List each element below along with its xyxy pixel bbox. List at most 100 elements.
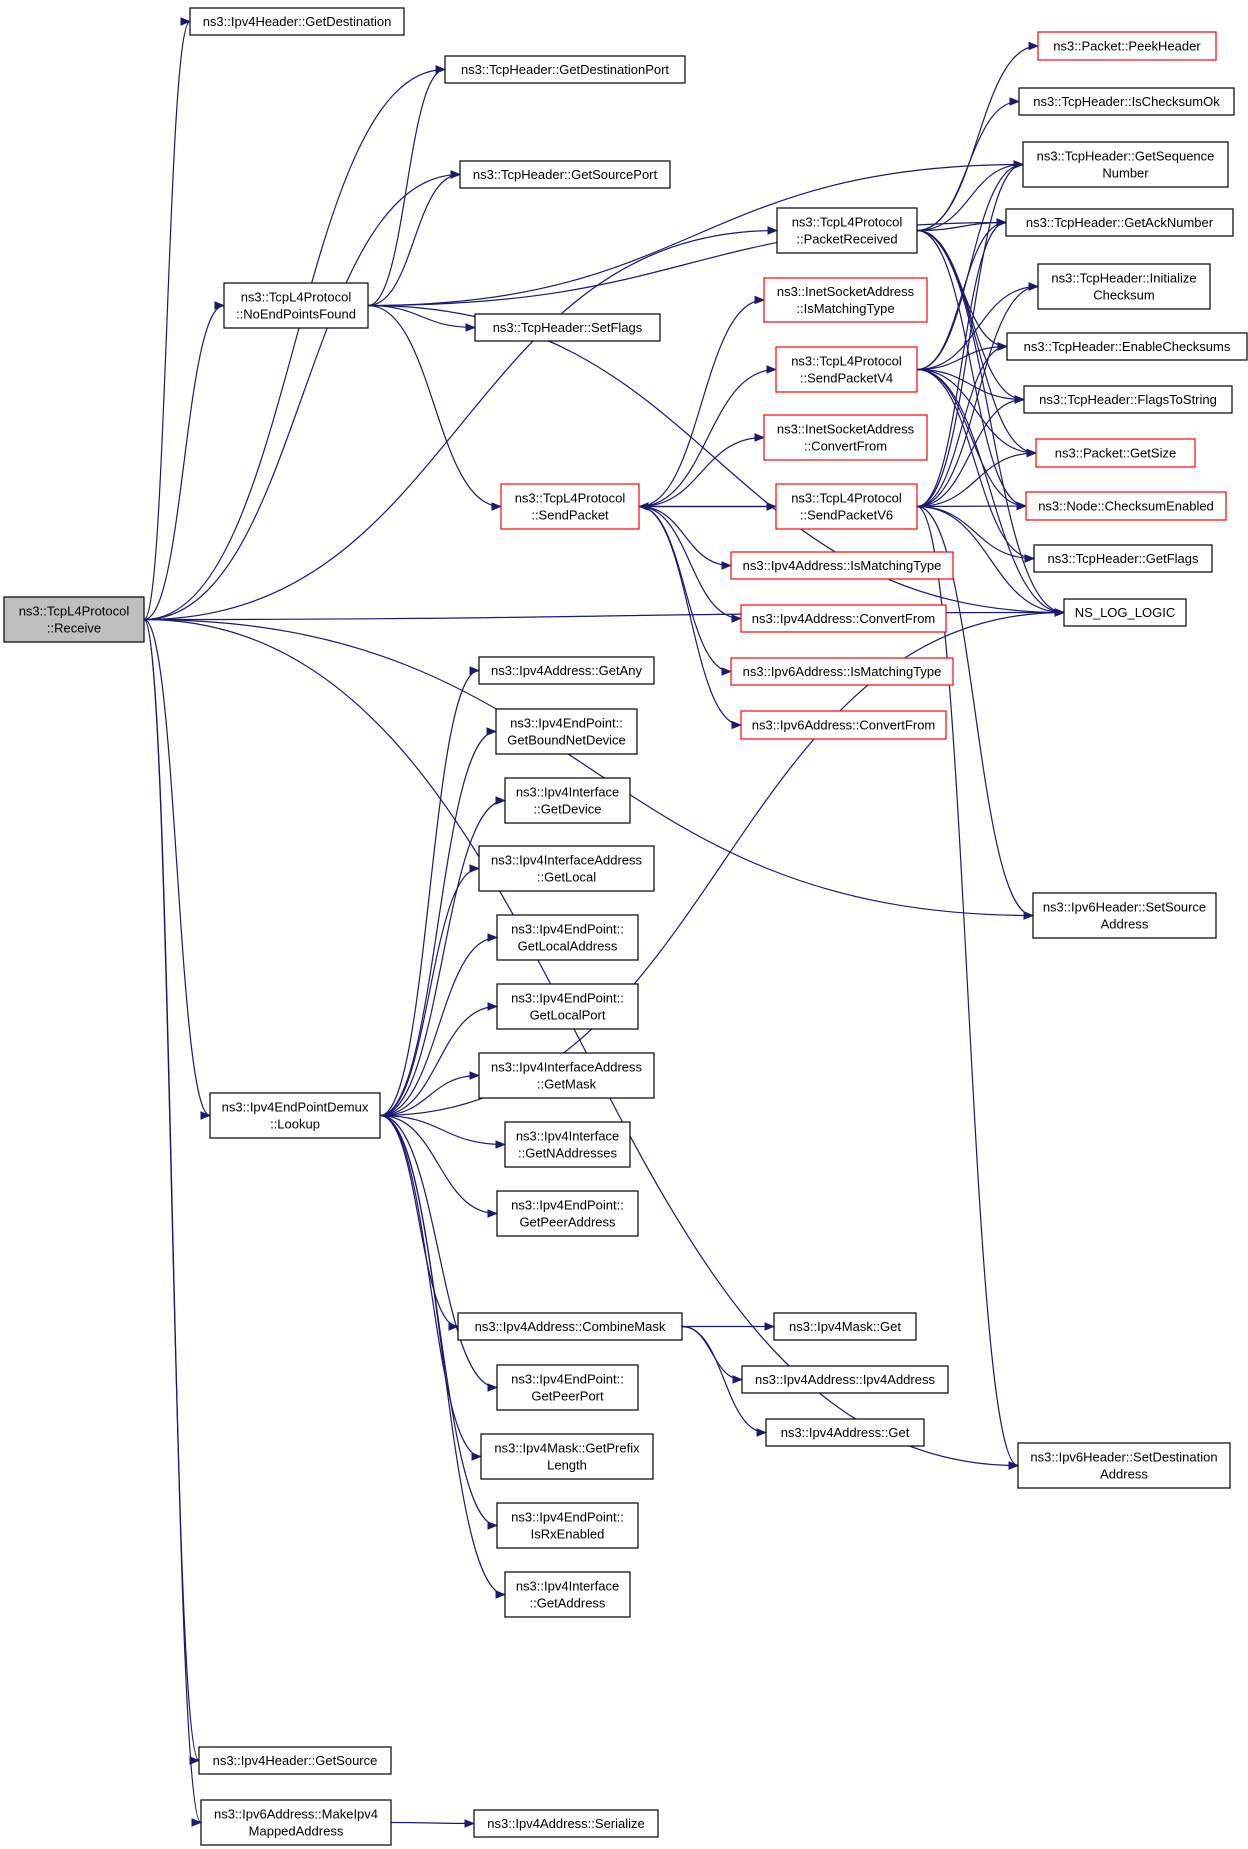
node-box xyxy=(478,656,655,685)
node-receive[interactable]: ns3::TcpL4Protocol::Receive xyxy=(3,596,145,643)
node-if_getdev[interactable]: ns3::Ipv4Interface::GetDevice xyxy=(504,777,631,824)
edge-sendv4-to-initcksum xyxy=(916,282,1040,371)
node-label: ns3::Ipv6Address::ConvertFrom xyxy=(752,718,936,733)
node-ep_isrx[interactable]: ns3::Ipv4EndPoint::IsRxEnabled xyxy=(496,1502,639,1549)
node-label: Length xyxy=(547,1458,587,1473)
node-nslog[interactable]: NS_LOG_LOGIC xyxy=(1063,598,1187,627)
node-ifa_getlocal[interactable]: ns3::Ipv4InterfaceAddress::GetLocal xyxy=(478,845,655,892)
node-pktreceived[interactable]: ns3::TcpL4Protocol::PacketReceived xyxy=(776,207,918,254)
node-label: ns3::Ipv4Address::GetAny xyxy=(491,663,643,678)
node-ep_getpeerport[interactable]: ns3::Ipv4EndPoint::GetPeerPort xyxy=(496,1364,639,1411)
node-ipv6_convert[interactable]: ns3::Ipv6Address::ConvertFrom xyxy=(740,710,947,740)
node-pktgetsize[interactable]: ns3::Packet::GetSize xyxy=(1035,438,1196,468)
node-tcph_getsrcport[interactable]: ns3::TcpHeader::GetSourcePort xyxy=(459,160,671,189)
node-box xyxy=(496,983,639,1030)
node-box xyxy=(459,160,671,189)
node-ep_getlocalport[interactable]: ns3::Ipv4EndPoint::GetLocalPort xyxy=(496,983,639,1030)
node-if_getaddr[interactable]: ns3::Ipv4Interface::GetAddress xyxy=(504,1571,631,1618)
node-ipv4_ismatch[interactable]: ns3::Ipv4Address::IsMatchingType xyxy=(730,551,954,580)
node-noendpoints[interactable]: ns3::TcpL4Protocol::NoEndPointsFound xyxy=(223,282,369,329)
node-nodecksum[interactable]: ns3::Node::ChecksumEnabled xyxy=(1025,491,1227,521)
node-box xyxy=(473,1809,659,1838)
edge-sendv4-to-pktgetsize xyxy=(916,368,1038,458)
node-ischecksumok[interactable]: ns3::TcpHeader::IsChecksumOk xyxy=(1018,87,1235,116)
node-box xyxy=(740,710,947,740)
node-ep_getbound[interactable]: ns3::Ipv4EndPoint::GetBoundNetDevice xyxy=(495,708,638,755)
edge-receive-to-pktreceived xyxy=(143,226,779,621)
node-box xyxy=(1035,438,1196,468)
node-box xyxy=(496,914,639,961)
node-label: ns3::InetSocketAddress xyxy=(777,284,915,299)
node-enablecksums[interactable]: ns3::TcpHeader::EnableChecksums xyxy=(1006,332,1248,361)
edge-receive-to-tcph_getdestport xyxy=(143,65,447,621)
node-label: ns3::Ipv4EndPoint:: xyxy=(510,716,623,731)
node-box xyxy=(763,414,928,461)
node-label: ns3::Ipv4Address::Serialize xyxy=(487,1816,645,1831)
node-label: ::IsMatchingType xyxy=(796,301,894,316)
node-inet_ismatch[interactable]: ns3::InetSocketAddress::IsMatchingType xyxy=(763,277,928,323)
node-label: ns3::TcpL4Protocol xyxy=(19,604,130,619)
node-box xyxy=(1037,263,1211,310)
node-box xyxy=(741,1365,949,1394)
node-label: ns3::Ipv4Header::GetSource xyxy=(213,1753,378,1768)
node-inet_convert[interactable]: ns3::InetSocketAddress::ConvertFrom xyxy=(763,414,928,461)
edge-sendv6-to-getack xyxy=(916,218,1008,508)
node-label: ns3::Ipv6Address::IsMatchingType xyxy=(743,664,942,679)
node-label: ns3::Packet::PeekHeader xyxy=(1053,39,1201,54)
node-box xyxy=(478,1052,655,1099)
node-sendpacket[interactable]: ns3::TcpL4Protocol::SendPacket xyxy=(500,483,640,530)
node-label: ns3::Ipv4InterfaceAddress xyxy=(491,853,643,868)
edge-receive-to-ipv6_mkmapped xyxy=(143,618,203,1827)
node-getflags[interactable]: ns3::TcpHeader::GetFlags xyxy=(1033,544,1213,573)
node-label: Number xyxy=(1102,166,1149,181)
edge-sendpacket-to-ipv6_convert xyxy=(638,505,743,730)
node-mask_get[interactable]: ns3::Ipv4Mask::Get xyxy=(773,1312,917,1341)
node-sendv6[interactable]: ns3::TcpL4Protocol::SendPacketV6 xyxy=(775,483,918,530)
node-combinemask[interactable]: ns3::Ipv4Address::CombineMask xyxy=(457,1312,683,1341)
node-box xyxy=(765,1418,925,1447)
edge-ipv6_mkmapped-to-ipv4_serialize xyxy=(390,1819,476,1828)
node-flagstostr[interactable]: ns3::TcpHeader::FlagsToString xyxy=(1023,385,1233,414)
node-ipv4_convert[interactable]: ns3::Ipv4Address::ConvertFrom xyxy=(740,604,947,633)
node-box xyxy=(504,1121,631,1168)
node-label: ns3::Ipv4EndPoint:: xyxy=(511,922,624,937)
edge-pktreceived-to-getseq xyxy=(916,160,1025,232)
node-box xyxy=(1017,1442,1231,1489)
node-box xyxy=(1018,87,1235,116)
node-ipv4_getany[interactable]: ns3::Ipv4Address::GetAny xyxy=(478,656,655,685)
node-sendv4[interactable]: ns3::TcpL4Protocol::SendPacketV4 xyxy=(775,346,918,393)
node-ipv4addr_get[interactable]: ns3::Ipv4Address::Get xyxy=(765,1418,925,1447)
node-label: Checksum xyxy=(1093,288,1154,303)
node-if_getnaddr[interactable]: ns3::Ipv4Interface::GetNAddresses xyxy=(504,1121,631,1168)
node-ipv4h_getdest[interactable]: ns3::Ipv4Header::GetDestination xyxy=(189,7,405,36)
node-box xyxy=(504,777,631,824)
node-label: GetLocalAddress xyxy=(518,939,618,954)
edge-lookup-to-ifa_getlocal xyxy=(379,864,481,1117)
node-box xyxy=(504,1571,631,1618)
node-getack[interactable]: ns3::TcpHeader::GetAckNumber xyxy=(1005,208,1234,237)
node-label: ::GetAddress xyxy=(530,1596,606,1611)
node-box xyxy=(740,604,947,633)
node-box xyxy=(444,55,686,84)
node-lookup[interactable]: ns3::Ipv4EndPointDemux::Lookup xyxy=(209,1092,381,1139)
node-ifa_getmask[interactable]: ns3::Ipv4InterfaceAddress::GetMask xyxy=(478,1052,655,1099)
node-label: ns3::TcpL4Protocol xyxy=(241,290,352,305)
node-ep_getpeeraddr[interactable]: ns3::Ipv4EndPoint::GetPeerAddress xyxy=(496,1190,639,1237)
node-box xyxy=(3,596,145,643)
node-ipv4h_getsrc[interactable]: ns3::Ipv4Header::GetSource xyxy=(198,1746,392,1775)
node-tcph_setflags[interactable]: ns3::TcpHeader::SetFlags xyxy=(474,313,661,342)
node-box xyxy=(730,657,954,686)
node-ipv6_ismatch[interactable]: ns3::Ipv6Address::IsMatchingType xyxy=(730,657,954,686)
node-ep_getlocaladdr[interactable]: ns3::Ipv4EndPoint::GetLocalAddress xyxy=(496,914,639,961)
node-peekheader[interactable]: ns3::Packet::PeekHeader xyxy=(1037,31,1217,61)
node-ipv4_serialize[interactable]: ns3::Ipv4Address::Serialize xyxy=(473,1809,659,1838)
node-ipv4addr_ctor[interactable]: ns3::Ipv4Address::Ipv4Address xyxy=(741,1365,949,1394)
edge-sendv6-to-ipv6h_setsrc xyxy=(916,505,1035,920)
node-tcph_getdestport[interactable]: ns3::TcpHeader::GetDestinationPort xyxy=(444,55,686,84)
